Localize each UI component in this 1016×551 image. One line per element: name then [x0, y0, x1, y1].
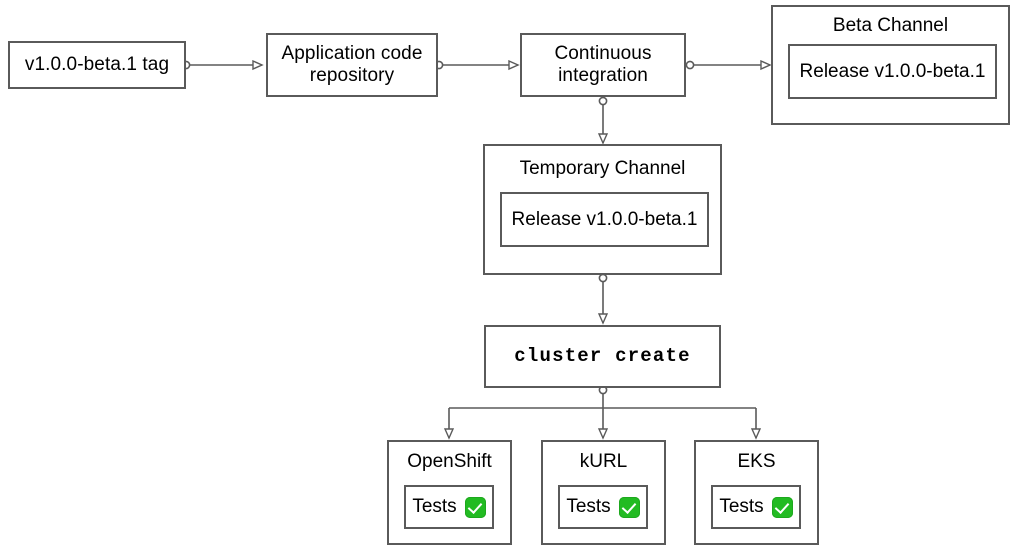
node-temporary-channel-release[interactable]: Release v1.0.0-beta.1	[500, 192, 709, 247]
node-temporary-channel-release-label: Release v1.0.0-beta.1	[511, 208, 698, 230]
check-mark-button-icon	[771, 496, 793, 518]
node-kurl[interactable]: kURL Tests	[541, 440, 666, 545]
edge-cluster-create-branch	[449, 385, 756, 438]
edge-tag-to-repo	[181, 61, 262, 68]
node-beta-channel[interactable]: Beta Channel Release v1.0.0-beta.1	[771, 5, 1010, 125]
edge-ci-to-beta-channel	[685, 61, 770, 68]
node-openshift[interactable]: OpenShift Tests	[387, 440, 512, 545]
node-eks-tests-label: Tests	[719, 496, 764, 517]
edge-temporary-channel-to-cluster-create	[599, 273, 606, 323]
node-openshift-tests[interactable]: Tests	[404, 485, 494, 529]
node-beta-channel-release-label: Release v1.0.0-beta.1	[799, 60, 986, 82]
check-mark-button-icon	[464, 496, 486, 518]
node-eks-title: EKS	[737, 451, 776, 472]
node-version-tag-label: v1.0.0-beta.1 tag	[24, 53, 170, 75]
node-temporary-channel-title: Temporary Channel	[519, 158, 686, 179]
node-temporary-channel[interactable]: Temporary Channel Release v1.0.0-beta.1	[483, 144, 722, 275]
node-continuous-integration-label-line1: Continuous	[554, 42, 652, 64]
node-continuous-integration-label-line2: integration	[558, 65, 648, 86]
node-application-code-repository-label-line2: repository	[309, 65, 395, 86]
edge-ci-to-temporary-channel	[599, 96, 606, 143]
node-beta-channel-title: Beta Channel	[832, 15, 949, 36]
node-cluster-create-label: cluster create	[514, 345, 691, 368]
node-version-tag[interactable]: v1.0.0-beta.1 tag	[8, 41, 186, 89]
node-kurl-title: kURL	[579, 451, 628, 472]
node-beta-channel-release[interactable]: Release v1.0.0-beta.1	[788, 44, 997, 99]
node-continuous-integration[interactable]: Continuous integration	[520, 33, 686, 97]
node-kurl-tests[interactable]: Tests	[558, 485, 648, 529]
edge-repo-to-ci	[434, 61, 518, 68]
node-openshift-title: OpenShift	[407, 451, 492, 472]
node-eks[interactable]: EKS Tests	[694, 440, 819, 545]
node-application-code-repository-label-line1: Application code	[281, 42, 423, 64]
node-cluster-create[interactable]: cluster create	[484, 325, 721, 388]
node-kurl-tests-label: Tests	[566, 496, 611, 517]
node-application-code-repository[interactable]: Application code repository	[266, 33, 438, 97]
node-openshift-tests-label: Tests	[412, 496, 457, 517]
node-eks-tests[interactable]: Tests	[711, 485, 801, 529]
check-mark-button-icon	[618, 496, 640, 518]
